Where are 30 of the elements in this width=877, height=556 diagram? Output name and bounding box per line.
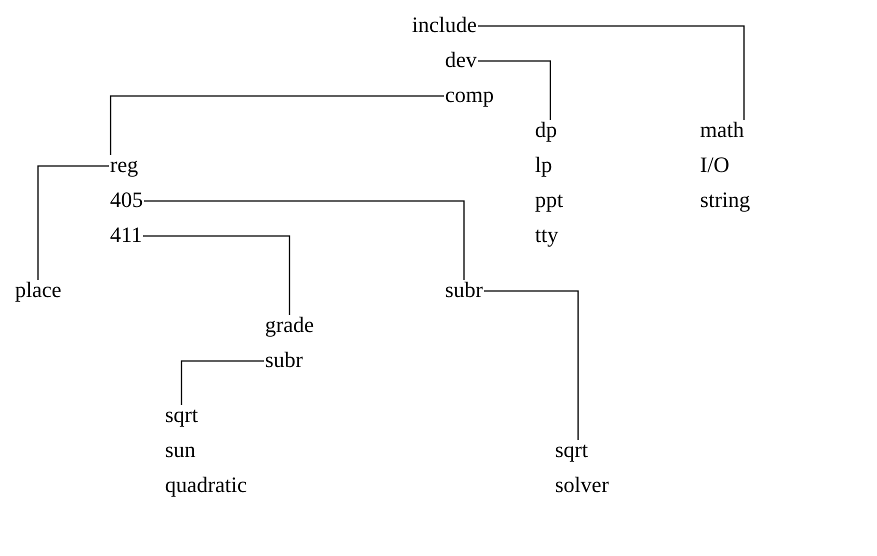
tree-label: dp bbox=[535, 118, 557, 142]
connector-line bbox=[143, 235, 290, 315]
tree-label: string bbox=[700, 188, 750, 212]
tree-label: subr bbox=[265, 348, 303, 372]
tree-label: sqrt bbox=[555, 438, 588, 462]
connector-line bbox=[484, 290, 579, 440]
tree-label: tty bbox=[535, 223, 558, 247]
tree-label: I/O bbox=[700, 153, 730, 177]
connector-line bbox=[180, 360, 264, 405]
tree-label: place bbox=[15, 278, 62, 302]
connector-line bbox=[37, 165, 109, 280]
connector-line bbox=[144, 200, 465, 280]
tree-label: solver bbox=[555, 473, 609, 497]
connector-line bbox=[478, 60, 552, 120]
connector-line bbox=[110, 95, 444, 155]
tree-label: sqrt bbox=[165, 403, 198, 427]
tree-label: quadratic bbox=[165, 473, 247, 497]
tree-label: 405 bbox=[110, 188, 143, 212]
tree-label: dev bbox=[445, 48, 477, 72]
tree-label: subr bbox=[445, 278, 483, 302]
tree-label: ppt bbox=[535, 188, 564, 212]
tree-label: include bbox=[412, 13, 477, 37]
tree-label: sun bbox=[165, 438, 196, 462]
tree-label: grade bbox=[265, 313, 314, 337]
tree-label: math bbox=[700, 118, 744, 142]
tree-label: lp bbox=[535, 153, 552, 177]
tree-label: 411 bbox=[110, 223, 142, 247]
tree-label: comp bbox=[445, 83, 494, 107]
tree-label: reg bbox=[110, 153, 138, 177]
connector-line bbox=[478, 25, 745, 120]
